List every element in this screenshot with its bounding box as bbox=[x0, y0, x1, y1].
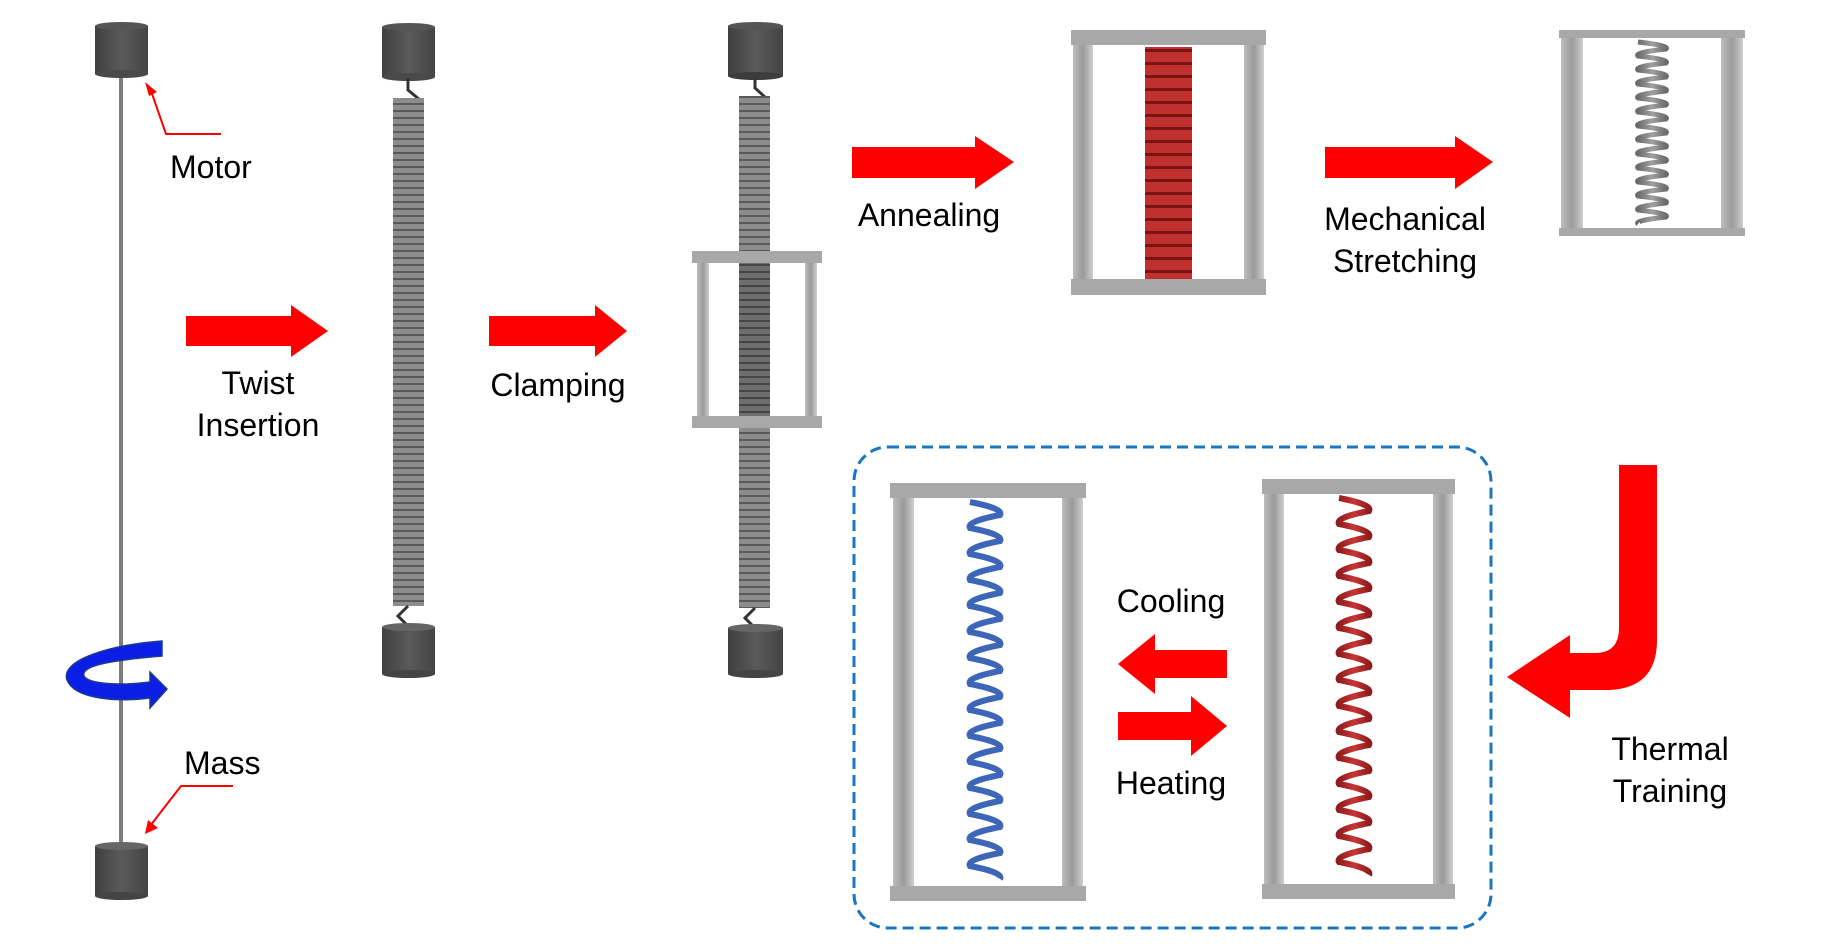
motor-pointer-arrow bbox=[145, 82, 221, 135]
motor-cylinder bbox=[95, 22, 148, 78]
cooled-coil bbox=[966, 499, 1004, 881]
twist-insertion-step: Twist Insertion bbox=[186, 305, 328, 443]
top-cylinder bbox=[728, 22, 783, 80]
bottom-cylinder bbox=[382, 623, 435, 678]
mass-label: Mass bbox=[184, 745, 260, 781]
dashed-border bbox=[852, 445, 1493, 930]
stage-straight-fiber: Motor Mass bbox=[65, 22, 260, 900]
heated-coil-frame bbox=[1262, 479, 1455, 899]
actuation-cycle-box: Cooling Heating bbox=[852, 445, 1493, 930]
coil bbox=[393, 98, 424, 606]
top-cylinder bbox=[382, 23, 435, 81]
thermal-training-step: Thermal Training bbox=[1507, 465, 1729, 809]
mass-cylinder bbox=[95, 842, 148, 900]
clamping-label: Clamping bbox=[490, 367, 625, 403]
thermal-label-line1: Thermal bbox=[1611, 731, 1728, 767]
heating-label: Heating bbox=[1116, 765, 1226, 801]
left-arrow-icon bbox=[1118, 634, 1227, 694]
twist-label-line1: Twist bbox=[222, 365, 295, 401]
twist-label-line2: Insertion bbox=[197, 407, 320, 443]
rotation-arrow-icon bbox=[65, 640, 169, 710]
right-arrow-icon bbox=[1325, 136, 1493, 189]
stage-annealed-coil bbox=[1071, 30, 1266, 295]
mechanical-label-line1: Mechanical bbox=[1324, 201, 1486, 237]
stage-coiled-fiber bbox=[382, 23, 435, 678]
right-arrow-icon bbox=[1118, 696, 1227, 756]
cooling-label: Cooling bbox=[1117, 583, 1226, 619]
mechanical-label-line2: Stretching bbox=[1333, 243, 1477, 279]
heated-coil bbox=[1335, 495, 1373, 877]
clamp-frame bbox=[692, 251, 822, 428]
mass-pointer-arrow bbox=[145, 785, 233, 834]
cooled-coil-frame bbox=[890, 483, 1086, 901]
clamping-step: Clamping bbox=[489, 305, 627, 403]
mechanical-stretching-step: Mechanical Stretching bbox=[1324, 136, 1493, 279]
bottom-cylinder bbox=[728, 624, 783, 678]
right-arrow-icon bbox=[489, 305, 627, 357]
annealed-coil bbox=[1145, 47, 1192, 279]
annealing-label: Annealing bbox=[858, 197, 1000, 233]
thermal-label-line2: Training bbox=[1613, 773, 1727, 809]
right-arrow-icon bbox=[186, 305, 328, 357]
stage-clamped-coil bbox=[692, 22, 822, 678]
right-arrow-icon bbox=[852, 136, 1014, 189]
curved-arrow-icon bbox=[1507, 465, 1657, 718]
motor-label: Motor bbox=[170, 149, 252, 185]
stage-stretched-coil bbox=[1559, 30, 1745, 236]
stretched-coil bbox=[1635, 39, 1669, 226]
annealing-step: Annealing bbox=[852, 136, 1014, 233]
